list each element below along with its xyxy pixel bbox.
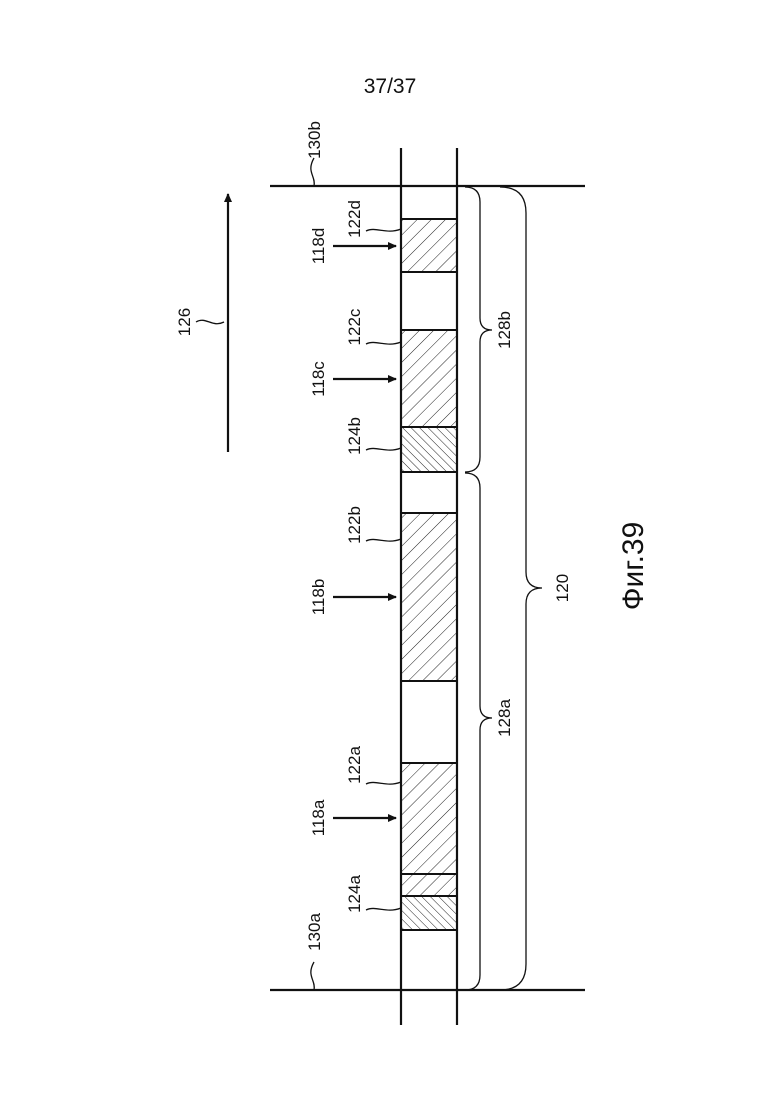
leader-130b	[311, 158, 314, 186]
leader-122b	[366, 539, 401, 541]
label-126: 126	[175, 308, 194, 336]
leader-122d	[366, 229, 401, 231]
label-124b: 124b	[345, 417, 364, 455]
label-118c: 118c	[309, 361, 328, 397]
brace-128b	[465, 187, 492, 472]
label-128b: 128b	[495, 311, 514, 349]
label-130b: 130b	[305, 121, 324, 159]
leader-124b	[366, 448, 401, 450]
segment-122c	[401, 330, 457, 427]
segment-122a	[401, 763, 457, 874]
leader-124a	[366, 908, 401, 910]
label-130a: 130a	[305, 913, 324, 951]
page-number: 37/37	[364, 75, 417, 98]
leader-122a	[366, 782, 401, 784]
label-122a: 122a	[345, 746, 364, 784]
segment-122d	[401, 219, 457, 272]
label-118a: 118a	[309, 799, 328, 836]
figure-caption: Фиг.39	[617, 522, 650, 611]
label-122c: 122c	[345, 308, 364, 345]
leader-122c	[366, 342, 401, 344]
label-122d: 122d	[345, 200, 364, 238]
label-118d: 118d	[309, 228, 328, 265]
segment-small-gap	[401, 874, 457, 896]
label-120: 120	[553, 574, 572, 602]
label-118b: 118b	[309, 579, 328, 616]
segment-122b	[401, 513, 457, 681]
label-124a: 124a	[345, 875, 364, 913]
brace-128a	[465, 473, 492, 990]
leader-130a	[311, 962, 314, 990]
segment-124b	[401, 427, 457, 472]
label-128a: 128a	[495, 699, 514, 737]
segment-124a	[401, 896, 457, 930]
leader-126	[196, 320, 224, 323]
label-122b: 122b	[345, 506, 364, 544]
brace-120	[500, 187, 542, 990]
